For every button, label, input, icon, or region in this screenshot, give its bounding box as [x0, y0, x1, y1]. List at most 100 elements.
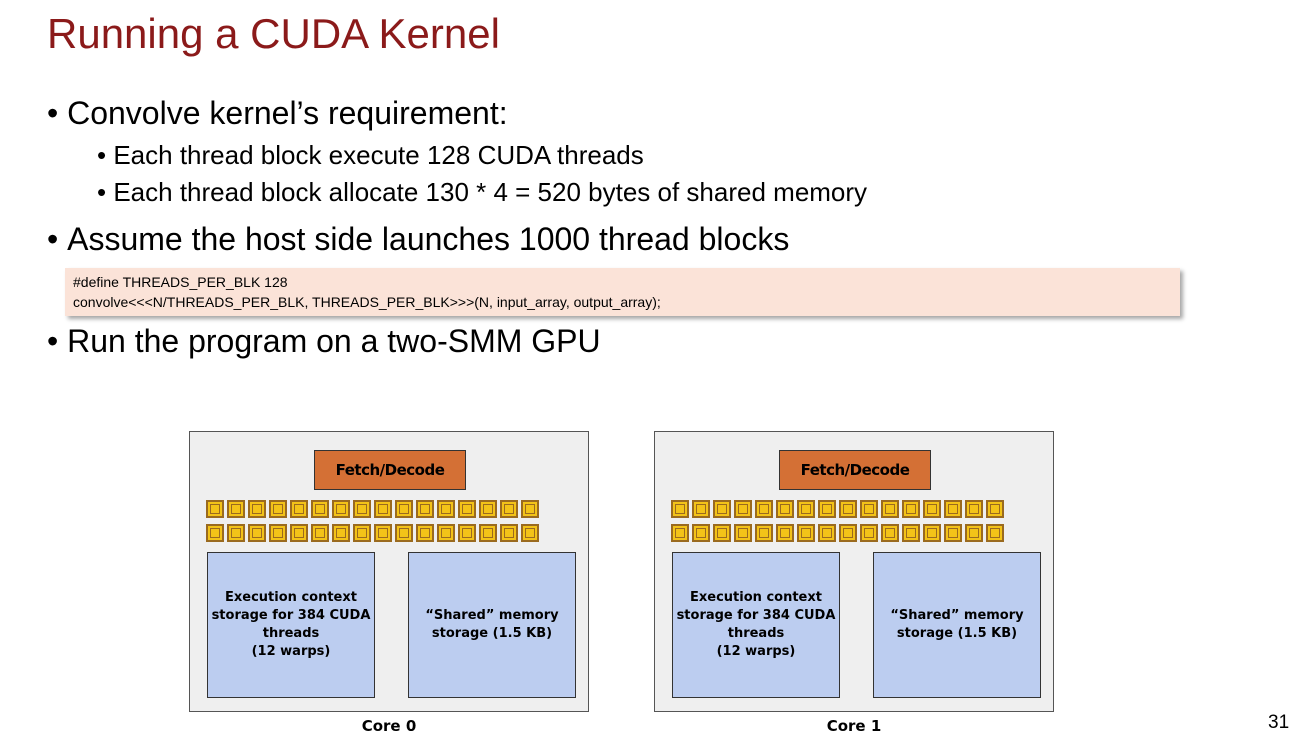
alu-row — [671, 524, 1004, 542]
alu-unit — [458, 524, 476, 542]
alu-unit — [965, 524, 983, 542]
core-0: Fetch/Decode Execution context storage f… — [189, 431, 589, 712]
alu-unit — [353, 524, 371, 542]
bullet-text: Convolve kernel’s requirement: — [67, 95, 508, 131]
alu-unit — [521, 500, 539, 518]
alu-unit — [965, 500, 983, 518]
core-1-label: Core 1 — [826, 717, 882, 735]
alu-unit — [374, 524, 392, 542]
alu-unit — [986, 500, 1004, 518]
alu-unit — [437, 500, 455, 518]
alu-unit — [839, 524, 857, 542]
alu-unit — [269, 500, 287, 518]
bullet-run: • Run the program on a two-SMM GPU — [47, 323, 601, 360]
alu-unit — [923, 524, 941, 542]
bullet-text: Each thread block allocate 130 * 4 = 520… — [113, 177, 868, 207]
alu-unit — [713, 500, 731, 518]
alu-unit — [332, 500, 350, 518]
exec-line: (12 warps) — [251, 644, 331, 659]
bullet-dot: • — [47, 323, 68, 359]
alu-unit — [734, 500, 752, 518]
alu-unit — [395, 524, 413, 542]
alu-unit — [395, 500, 413, 518]
alu-unit — [311, 500, 329, 518]
alu-unit — [692, 500, 710, 518]
alu-unit — [248, 500, 266, 518]
alu-unit — [755, 500, 773, 518]
core-1: Fetch/Decode Execution context storage f… — [654, 431, 1054, 712]
execution-context-storage: Execution context storage for 384 CUDA t… — [207, 552, 375, 698]
exec-line: storage for 384 CUDA — [676, 608, 836, 623]
alu-unit — [944, 524, 962, 542]
exec-line: threads — [262, 626, 320, 641]
alu-unit — [986, 524, 1004, 542]
shared-memory-storage: “Shared” memory storage (1.5 KB) — [408, 552, 576, 698]
code-line-launch: convolve<<<N/THREADS_PER_BLK, THREADS_PE… — [73, 294, 661, 310]
alu-unit — [923, 500, 941, 518]
page-number: 31 — [1268, 712, 1290, 733]
alu-unit — [902, 524, 920, 542]
alu-unit — [797, 524, 815, 542]
bullet-launch: • Assume the host side launches 1000 thr… — [47, 221, 789, 258]
bullet-text: Assume the host side launches 1000 threa… — [67, 221, 790, 257]
alu-unit — [416, 524, 434, 542]
alu-unit — [734, 524, 752, 542]
alu-unit — [269, 524, 287, 542]
sub-bullet-shared-memory: • Each thread block allocate 130 * 4 = 5… — [97, 177, 867, 208]
alu-unit — [374, 500, 392, 518]
alu-unit — [437, 524, 455, 542]
bullet-text: Run the program on a two-SMM GPU — [67, 323, 601, 359]
exec-line: storage for 384 CUDA — [211, 608, 371, 623]
alu-unit — [839, 500, 857, 518]
alu-unit — [500, 524, 518, 542]
exec-line: Execution context — [225, 590, 357, 605]
fetch-decode-unit: Fetch/Decode — [779, 450, 931, 490]
alu-unit — [818, 524, 836, 542]
bullet-dot: • — [47, 95, 68, 131]
execution-context-storage: Execution context storage for 384 CUDA t… — [672, 552, 840, 698]
shared-line: “Shared” memory — [890, 608, 1024, 623]
shared-line: storage (1.5 KB) — [431, 626, 553, 641]
alu-unit — [479, 500, 497, 518]
alu-row — [206, 500, 539, 518]
alu-unit — [776, 500, 794, 518]
bullet-requirements: • Convolve kernel’s requirement: — [47, 95, 508, 132]
alu-unit — [416, 500, 434, 518]
alu-unit — [818, 500, 836, 518]
alu-unit — [290, 524, 308, 542]
exec-line: (12 warps) — [716, 644, 796, 659]
core-0-label: Core 0 — [361, 717, 417, 735]
alu-unit — [353, 500, 371, 518]
fetch-decode-unit: Fetch/Decode — [314, 450, 466, 490]
alu-unit — [500, 500, 518, 518]
alu-unit — [521, 524, 539, 542]
alu-unit — [755, 524, 773, 542]
alu-unit — [479, 524, 497, 542]
alu-unit — [290, 500, 308, 518]
alu-unit — [713, 524, 731, 542]
shared-line: storage (1.5 KB) — [896, 626, 1018, 641]
exec-line: Execution context — [690, 590, 822, 605]
alu-unit — [902, 500, 920, 518]
alu-unit — [206, 500, 224, 518]
alu-unit — [311, 524, 329, 542]
alu-unit — [332, 524, 350, 542]
alu-unit — [671, 500, 689, 518]
code-line-define: #define THREADS_PER_BLK 128 — [73, 274, 288, 290]
shared-memory-storage: “Shared” memory storage (1.5 KB) — [873, 552, 1041, 698]
alu-unit — [881, 524, 899, 542]
slide-title: Running a CUDA Kernel — [47, 10, 500, 57]
alu-unit — [860, 524, 878, 542]
bullet-dot: • — [97, 177, 114, 207]
alu-unit — [671, 524, 689, 542]
alu-unit — [248, 524, 266, 542]
bullet-text: Each thread block execute 128 CUDA threa… — [113, 140, 644, 170]
alu-unit — [944, 500, 962, 518]
shared-line: “Shared” memory — [425, 608, 559, 623]
alu-unit — [458, 500, 476, 518]
alu-unit — [206, 524, 224, 542]
alu-unit — [881, 500, 899, 518]
alu-unit — [776, 524, 794, 542]
alu-unit — [227, 524, 245, 542]
alu-unit — [797, 500, 815, 518]
